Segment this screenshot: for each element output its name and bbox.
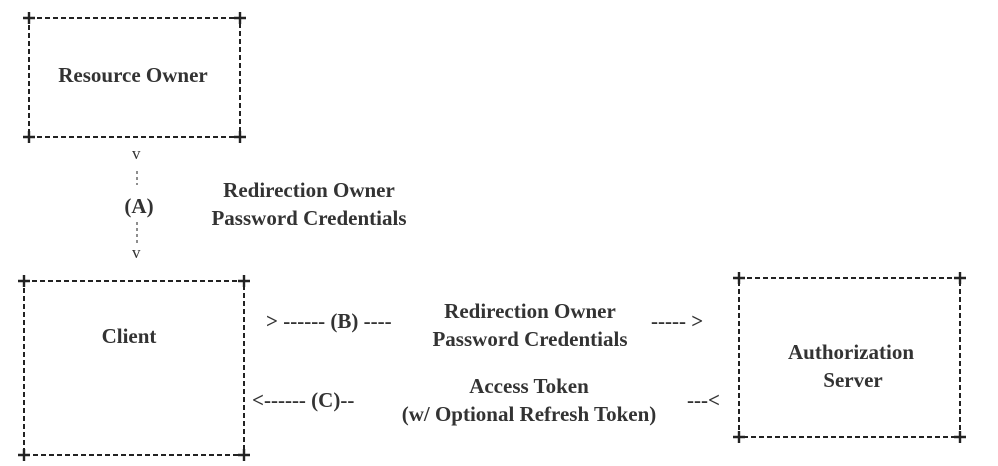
- authorization-server-box: [733, 272, 966, 443]
- client-label: Client: [101, 324, 157, 348]
- authorization-server-label-line2: Server: [823, 368, 883, 392]
- flow-a-description-line2: Password Credentials: [211, 206, 407, 230]
- flow-a-marker: (A): [124, 194, 154, 218]
- flow-b-description-line1: Redirection Owner: [444, 299, 616, 323]
- resource-owner-label: Resource Owner: [58, 63, 208, 87]
- flow-c-arrow-right: ---<: [687, 388, 720, 412]
- resource-owner-box: [23, 12, 246, 143]
- flow-b-arrow-right: ----- >: [651, 309, 704, 333]
- flow-b-arrow-left: > ------ (B) ----: [266, 309, 392, 333]
- flow-a-description-line1: Redirection Owner: [223, 178, 395, 202]
- flow-c-description-line1: Access Token: [469, 374, 589, 398]
- flow-a-arrowhead-bottom: v: [132, 243, 141, 262]
- authorization-server-label-line1: Authorization: [788, 340, 914, 364]
- client-box: [18, 275, 250, 461]
- flow-c-description-line2: (w/ Optional Refresh Token): [401, 402, 657, 426]
- flow-b-description-line2: Password Credentials: [432, 327, 628, 351]
- flow-c-arrow-left: <------ (C)--: [252, 388, 355, 412]
- flow-a-arrowhead-top: v: [132, 144, 141, 163]
